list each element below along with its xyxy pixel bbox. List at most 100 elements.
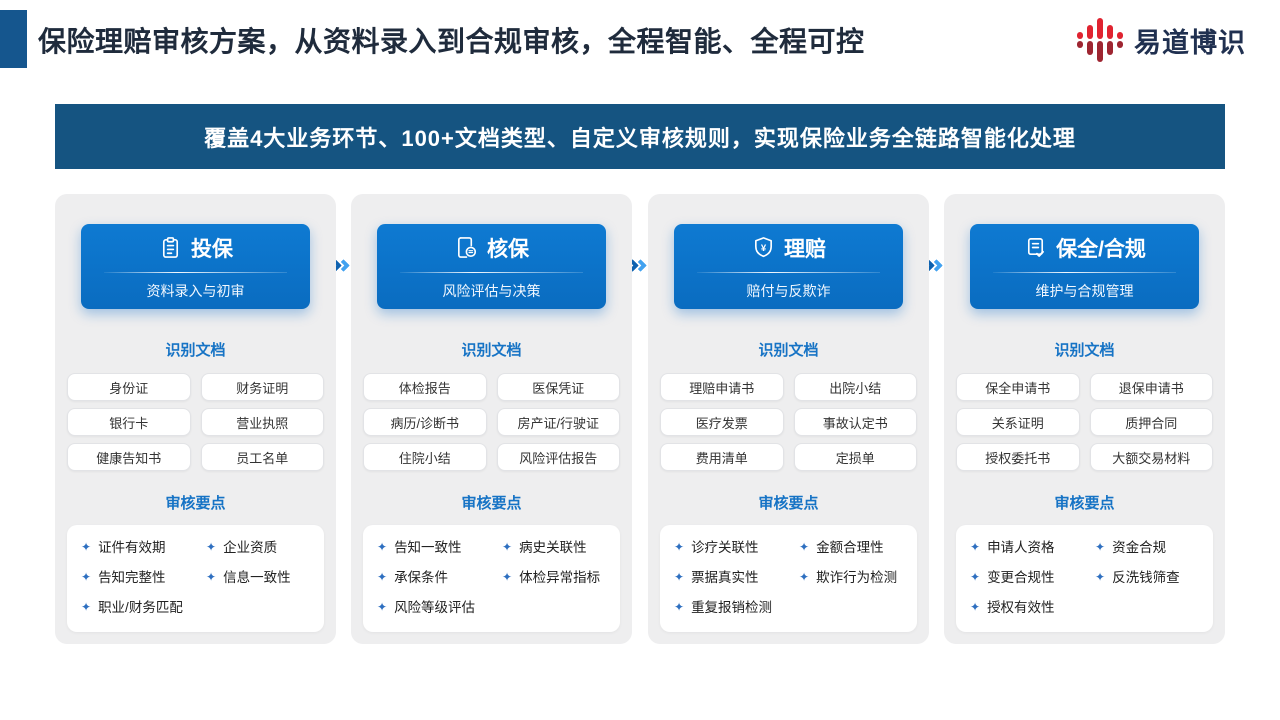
star-bullet-icon: ✦ — [81, 600, 92, 615]
divider — [399, 271, 584, 273]
audit-point-label: 职业/财务匹配 — [98, 600, 183, 616]
stage-subtitle: 维护与合规管理 — [1035, 282, 1134, 299]
docs-section-heading: 识别文档 — [165, 342, 226, 359]
audit-point: ✦申请人资格 — [970, 540, 1093, 556]
arrow-right-icon — [922, 259, 949, 275]
audit-point: ✦授权有效性 — [970, 600, 1093, 616]
doc-chip: 身份证 — [67, 373, 191, 401]
audit-point-label: 病史关联性 — [519, 540, 587, 555]
slide-header: 保险理赔审核方案，从资料录入到合规审核，全程智能、全程可控 易道博识 — [0, 0, 1280, 80]
audit-point: ✦ 金额合理性 — [799, 540, 913, 556]
audit-point-label: 告知一致性 — [394, 540, 462, 555]
doc-chip: 大额交易材料 — [1089, 443, 1213, 471]
audit-point: ✦ 职业/财务匹配 — [81, 600, 204, 616]
audit-point: ✦ 资金合规 — [1095, 540, 1209, 556]
stage-header-card: 保全/合规 维护与合规管理 — [970, 224, 1199, 309]
doc-chip: 医疗发票 — [660, 408, 784, 436]
audit-point-label: 授权有效性 — [987, 600, 1055, 616]
star-bullet-icon: ✦ — [674, 600, 685, 615]
doc-chip: 关系证明 — [956, 408, 1080, 436]
audit-point-label: 票据真实性 — [691, 570, 759, 586]
soundwave-logo-icon — [1077, 18, 1123, 62]
stage-name: 投保 — [191, 237, 233, 261]
audit-point: ✦告知一致性 — [377, 540, 500, 556]
shield-yuan-icon: ¥ — [751, 236, 775, 260]
doc-chip: 病历/诊断书 — [363, 408, 487, 436]
star-bullet-icon: ✦ — [206, 570, 217, 585]
flow-arrow-3 — [872, 259, 1000, 275]
audit-points-card: ✦告知一致性✦病史关联性✦承保条件✦体检异常指标✦风险等级评估 — [363, 525, 620, 632]
summary-banner-text: 覆盖4大业务环节、100+文档类型、自定义审核规则，实现保险业务全链路智能化处理 — [204, 125, 1076, 151]
stage-subtitle: 风险评估与决策 — [442, 282, 541, 299]
star-bullet-icon: ✦ — [502, 570, 513, 585]
stage-name: 理赔 — [784, 237, 826, 261]
audit-point-label: 资金合规 — [1112, 540, 1167, 555]
star-bullet-icon: ✦ — [674, 540, 685, 554]
docs-section-heading: 识别文档 — [758, 342, 819, 359]
star-bullet-icon: ✦ — [502, 540, 513, 554]
audit-points-card: ✦证件有效期✦企业资质✦告知完整性✦信息一致性✦职业/财务匹配 — [67, 525, 324, 632]
stage-header-card: 核保 风险评估与决策 — [377, 224, 606, 309]
star-bullet-icon: ✦ — [1095, 540, 1106, 554]
summary-banner: 覆盖4大业务环节、100+文档类型、自定义审核规则，实现保险业务全链路智能化处理 — [55, 104, 1225, 169]
doc-chip: 体检报告 — [363, 373, 487, 401]
doc-chip: 员工名单 — [200, 443, 324, 471]
stage-column-2: 核保 风险评估与决策 识别文档 体检报告医保凭证病历/诊断书房产证/行驶证住院小… — [351, 194, 632, 644]
page-title: 保险理赔审核方案，从资料录入到合规审核，全程智能、全程可控 — [38, 26, 865, 57]
doc-chip: 住院小结 — [363, 443, 487, 471]
points-section-heading: 审核要点 — [1054, 495, 1115, 512]
stage-column-4: 保全/合规 维护与合规管理 识别文档 保全申请书退保申请书关系证明质押合同授权委… — [944, 194, 1225, 644]
star-bullet-icon: ✦ — [206, 540, 217, 554]
divider — [992, 271, 1177, 273]
star-bullet-icon: ✦ — [81, 570, 92, 585]
audit-point: ✦变更合规性 — [970, 570, 1093, 586]
process-strip: 投保 资料录入与初审 识别文档 身份证财务证明银行卡营业执照健康告知书员工名单 … — [55, 194, 1225, 646]
stage-name: 核保 — [487, 237, 529, 261]
doc-chip: 定损单 — [793, 443, 917, 471]
audit-point-label: 反洗钱筛查 — [1112, 570, 1180, 586]
doc-chip: 医保凭证 — [496, 373, 620, 401]
document-check-icon — [1023, 236, 1047, 260]
doc-chip: 理赔申请书 — [660, 373, 784, 401]
audit-point: ✦ 反洗钱筛查 — [1095, 570, 1209, 586]
doc-chip: 房产证/行驶证 — [496, 408, 620, 436]
stage-subtitle: 资料录入与初审 — [146, 282, 245, 299]
stage-name: 保全/合规 — [1056, 237, 1146, 261]
star-bullet-icon: ✦ — [1095, 570, 1106, 585]
audit-point: ✦风险等级评估 — [377, 600, 500, 616]
star-bullet-icon: ✦ — [81, 540, 92, 554]
audit-point-label: 信息一致性 — [223, 570, 291, 586]
logo-text: 易道博识 — [1134, 27, 1246, 58]
audit-point: ✦ 病史关联性 — [502, 540, 616, 556]
audit-point-label: 承保条件 — [394, 570, 449, 586]
doc-chip: 银行卡 — [67, 408, 191, 436]
audit-point: ✦ 企业资质 — [206, 540, 320, 556]
svg-text:¥: ¥ — [760, 243, 766, 254]
audit-point: ✦欺诈行为检测 — [799, 570, 913, 586]
audit-point: ✦票据真实性 — [674, 570, 797, 586]
title-accent-block — [0, 10, 27, 68]
doc-chip: 质押合同 — [1089, 408, 1213, 436]
doc-chip-list: 体检报告医保凭证病历/诊断书房产证/行驶证住院小结风险评估报告 — [363, 373, 620, 471]
audit-points-card: ✦诊疗关联性✦金额合理性✦票据真实性✦欺诈行为检测✦重复报销检测 — [660, 525, 917, 632]
star-bullet-icon: ✦ — [799, 540, 810, 554]
doc-chip: 营业执照 — [200, 408, 324, 436]
audit-point: ✦ 重复报销检测 — [674, 600, 797, 616]
audit-point-label: 企业资质 — [223, 540, 278, 555]
star-bullet-icon: ✦ — [970, 540, 981, 554]
audit-point-label: 证件有效期 — [98, 540, 166, 555]
audit-point: ✦承保条件 — [377, 570, 500, 586]
star-bullet-icon: ✦ — [799, 570, 810, 585]
points-section-heading: 审核要点 — [758, 495, 819, 512]
doc-chip: 事故认定书 — [793, 408, 917, 436]
doc-chip: 授权委托书 — [956, 443, 1080, 471]
stage-column-3: ¥ 理赔 赔付与反欺诈 识别文档 理赔申请书出院小结医疗发票事故认定书费用清单定… — [648, 194, 929, 644]
audit-point-label: 风险等级评估 — [394, 600, 476, 616]
audit-point-label: 重复报销检测 — [691, 600, 773, 616]
flow-arrow-1 — [279, 259, 407, 275]
audit-point-label: 金额合理性 — [816, 540, 884, 555]
arrow-right-icon — [626, 259, 653, 275]
doc-chip: 健康告知书 — [67, 443, 191, 471]
docs-section-heading: 识别文档 — [1054, 342, 1115, 359]
divider — [103, 271, 288, 273]
